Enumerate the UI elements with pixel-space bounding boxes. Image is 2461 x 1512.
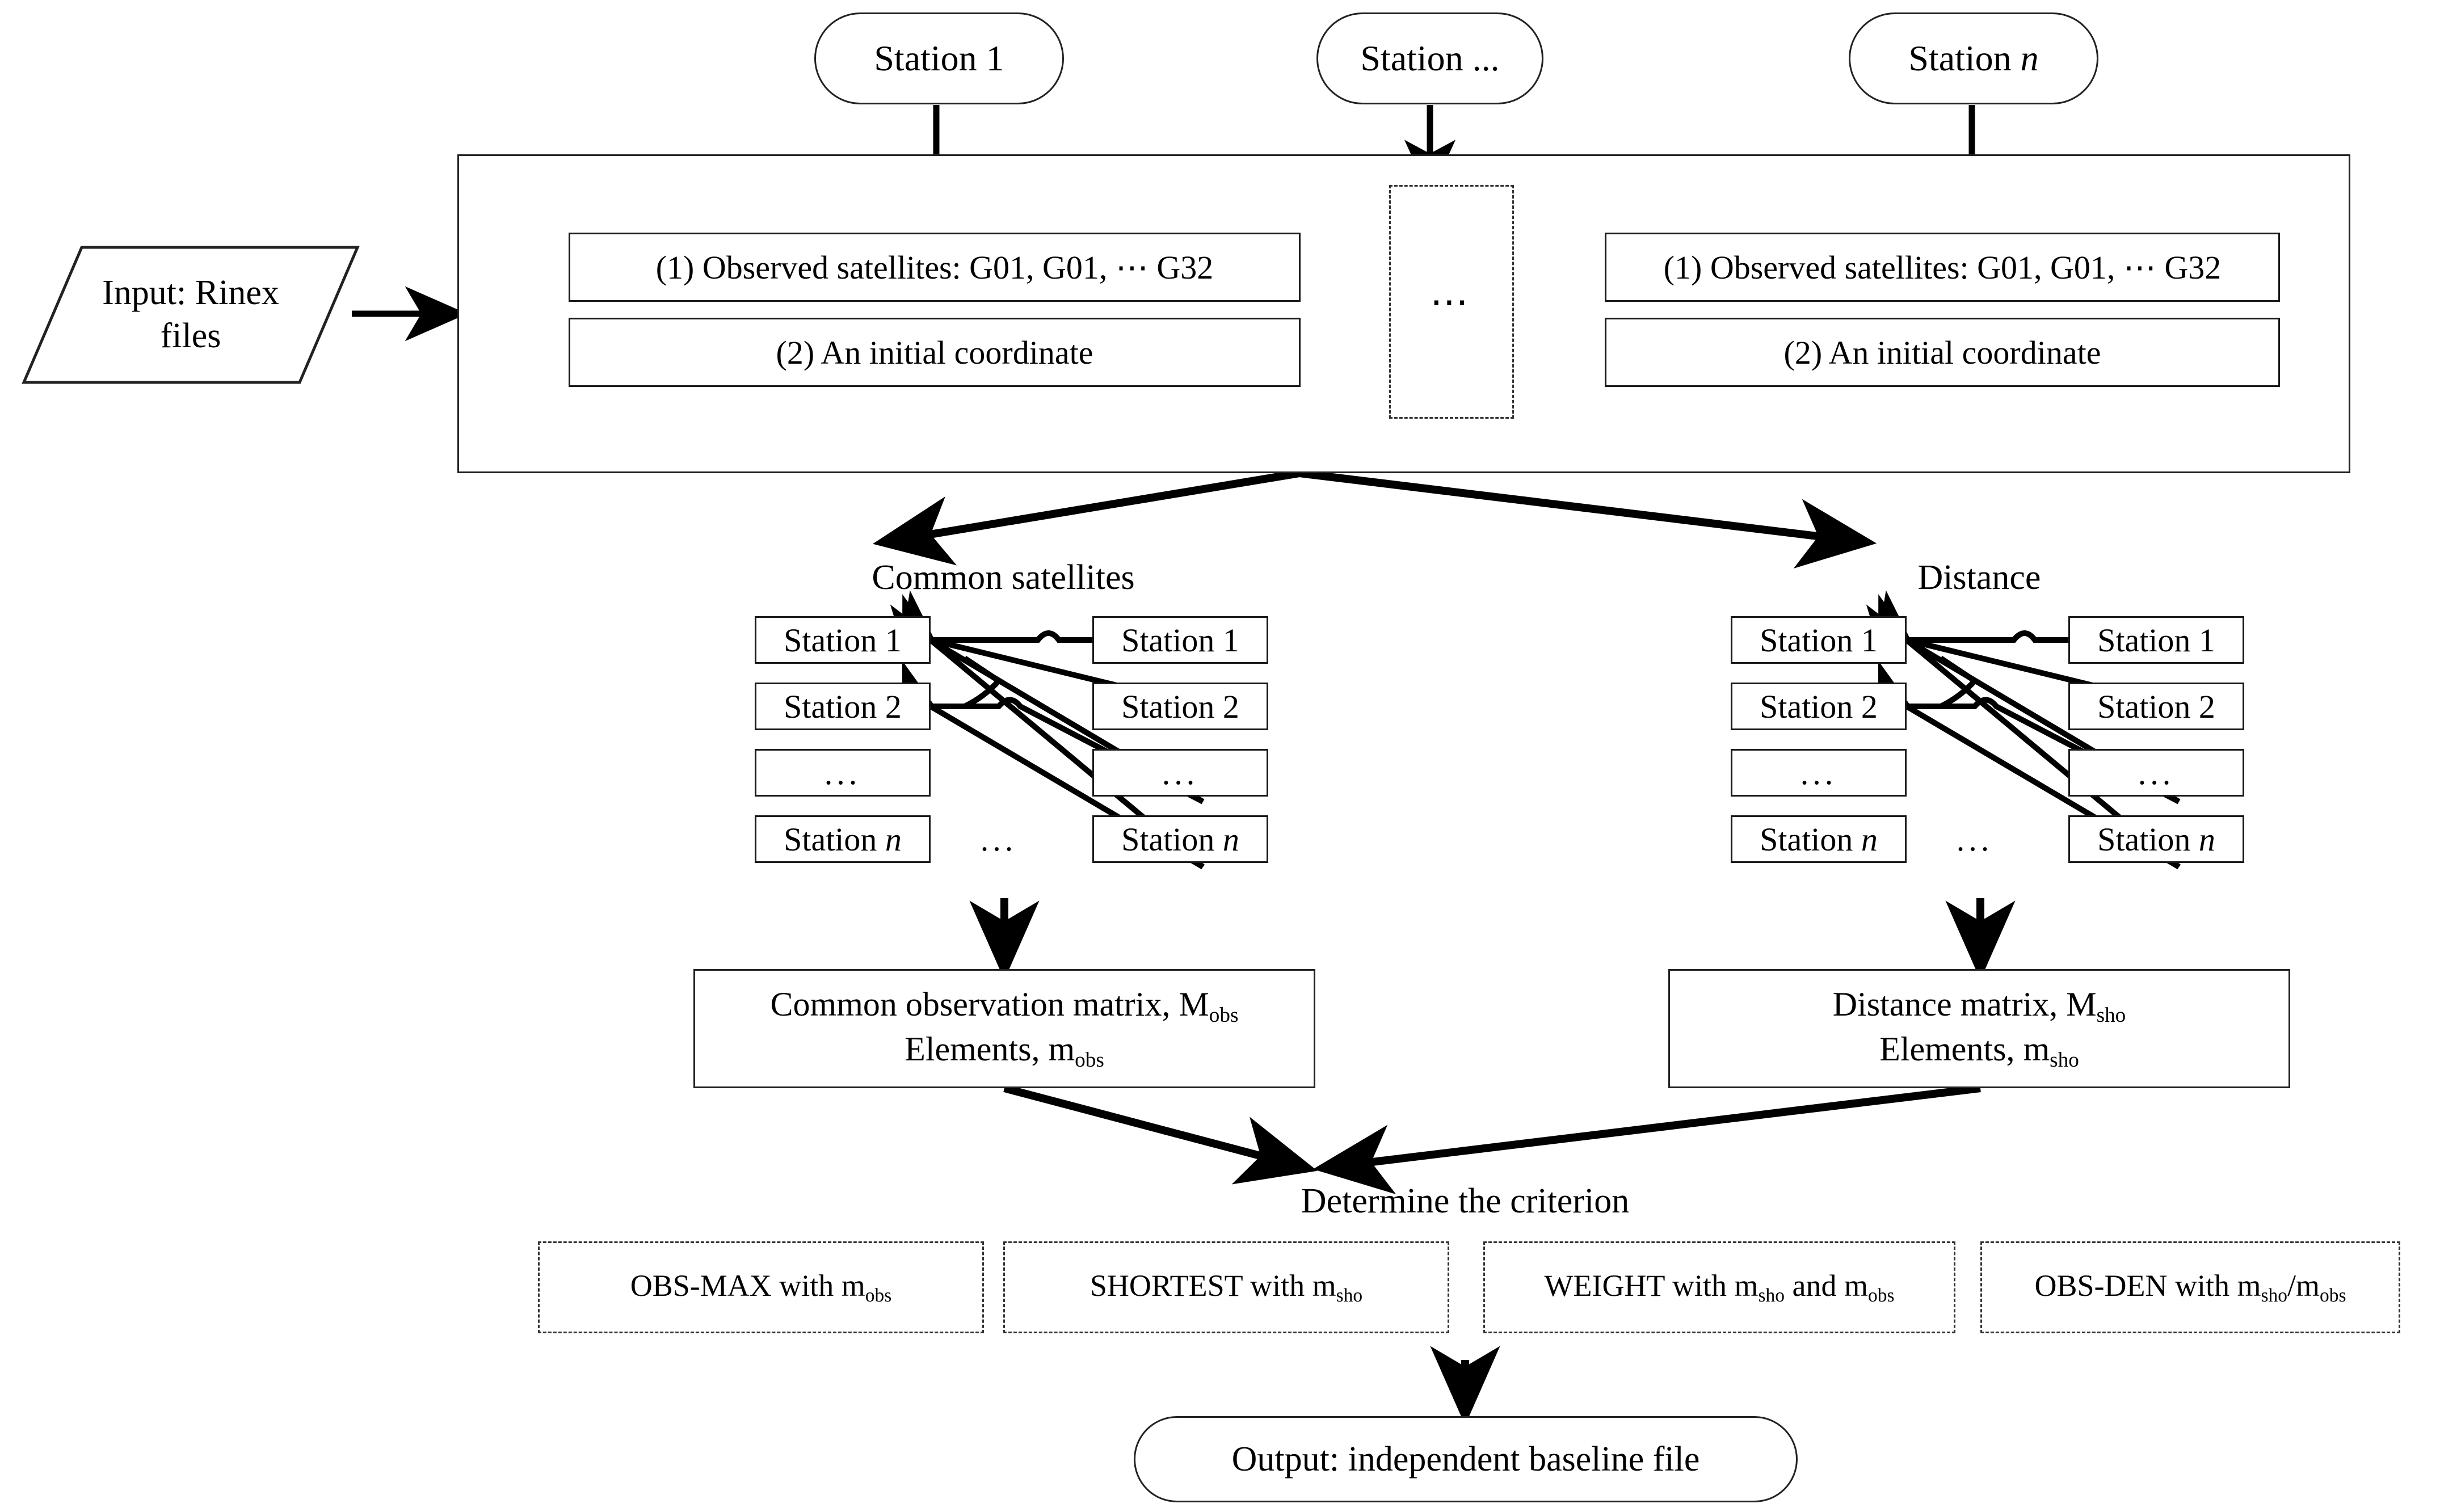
station-group-n-item-1[interactable]: (2) An initial coordinate bbox=[1605, 318, 2280, 387]
cs-right-station-1-label: Station 1 bbox=[1121, 621, 1239, 659]
ds-left-station-n-label: Station n bbox=[1760, 820, 1878, 858]
ds-left-station-2[interactable]: Station 2 bbox=[1731, 683, 1907, 730]
matrix-common-line1: Common observation matrix, Mobs bbox=[770, 985, 1239, 1027]
cs-left-station-ellipsis[interactable]: ... bbox=[755, 749, 931, 797]
ds-left-station-1[interactable]: Station 1 bbox=[1731, 616, 1907, 664]
cs-right-station-2-label: Station 2 bbox=[1121, 688, 1239, 725]
cs-left-station-1[interactable]: Station 1 bbox=[755, 616, 931, 664]
station-node-middle[interactable]: Station ... bbox=[1316, 12, 1543, 104]
matrix-box-distance[interactable]: Distance matrix, Msho Elements, msho bbox=[1668, 969, 2290, 1088]
ds-right-station-2-label: Station 2 bbox=[2097, 688, 2215, 725]
cs-left-station-1-label: Station 1 bbox=[784, 621, 902, 659]
station-node-middle-label: Station ... bbox=[1360, 38, 1500, 78]
ds-right-station-2[interactable]: Station 2 bbox=[2068, 683, 2244, 730]
ds-middle-ellipsis-label: ... bbox=[1956, 820, 1993, 858]
ds-right-station-ellipsis[interactable]: ... bbox=[2068, 749, 2244, 797]
station-group-1-item-0-label: (1) Observed satellites: G01, G01, ⋯ G32 bbox=[655, 249, 1214, 286]
station-group-1-item-1[interactable]: (2) An initial coordinate bbox=[569, 318, 1301, 387]
ds-left-station-ellipsis[interactable]: ... bbox=[1731, 749, 1907, 797]
panel-distance-title: Distance bbox=[1667, 555, 2291, 600]
station-group-ellipsis: ⋯ bbox=[1389, 185, 1514, 419]
panel-distance-title-label: Distance bbox=[1917, 558, 2041, 597]
station-group-n-item-0-label: (1) Observed satellites: G01, G01, ⋯ G32 bbox=[1663, 249, 2222, 286]
output-node-label: Output: independent baseline file bbox=[1231, 1439, 1700, 1479]
cs-left-station-2-label: Station 2 bbox=[784, 688, 902, 725]
ds-middle-ellipsis: ... bbox=[1929, 815, 2020, 863]
input-rinex-node[interactable]: Input: Rinex files bbox=[20, 244, 361, 386]
criterion-option-shortest-label: SHORTEST with msho bbox=[1089, 1268, 1363, 1307]
panel-common-satellites-title: Common satellites bbox=[691, 555, 1315, 600]
cs-left-station-n[interactable]: Station n bbox=[755, 815, 931, 863]
station-node-1[interactable]: Station 1 bbox=[814, 12, 1064, 104]
input-rinex-label: Input: Rinex files bbox=[20, 244, 361, 386]
cs-right-station-1[interactable]: Station 1 bbox=[1092, 616, 1268, 664]
criterion-option-weight-label: WEIGHT with msho and mobs bbox=[1544, 1268, 1895, 1307]
criterion-option-obs-max[interactable]: OBS-MAX with mobs bbox=[538, 1241, 984, 1333]
ds-left-station-1-label: Station 1 bbox=[1760, 621, 1878, 659]
parallelogram-shape bbox=[22, 246, 360, 384]
cs-left-station-n-label: Station n bbox=[784, 820, 902, 858]
station-node-n[interactable]: Station n bbox=[1849, 12, 2098, 104]
criterion-option-shortest[interactable]: SHORTEST with msho bbox=[1003, 1241, 1449, 1333]
stations-container bbox=[457, 154, 2350, 473]
criterion-option-obs-den[interactable]: OBS-DEN with msho/mobs bbox=[1980, 1241, 2400, 1333]
station-group-n-item-1-label: (2) An initial coordinate bbox=[1783, 334, 2101, 371]
ds-right-station-ellipsis-label: ... bbox=[2138, 754, 2175, 791]
cs-left-station-2[interactable]: Station 2 bbox=[755, 683, 931, 730]
matrix-box-common-observation[interactable]: Common observation matrix, Mobs Elements… bbox=[693, 969, 1315, 1088]
criterion-title: Determine the criterion bbox=[495, 1179, 2435, 1223]
output-node[interactable]: Output: independent baseline file bbox=[1134, 1416, 1798, 1502]
criterion-option-obs-den-label: OBS-DEN with msho/mobs bbox=[2034, 1268, 2346, 1307]
input-rinex-line1: Input: Rinex bbox=[102, 273, 279, 313]
matrix-distance-line2: Elements, msho bbox=[1879, 1030, 2079, 1072]
station-node-n-label: Station n bbox=[1908, 38, 2039, 78]
station-node-1-label: Station 1 bbox=[874, 38, 1004, 78]
cs-right-station-2[interactable]: Station 2 bbox=[1092, 683, 1268, 730]
ds-right-station-n-label: Station n bbox=[2097, 820, 2215, 858]
input-rinex-line2: files bbox=[160, 317, 221, 355]
ds-left-station-ellipsis-label: ... bbox=[1800, 754, 1837, 791]
cs-right-station-n[interactable]: Station n bbox=[1092, 815, 1268, 863]
ds-left-station-n[interactable]: Station n bbox=[1731, 815, 1907, 863]
criterion-option-weight[interactable]: WEIGHT with msho and mobs bbox=[1483, 1241, 1955, 1333]
cs-right-station-ellipsis[interactable]: ... bbox=[1092, 749, 1268, 797]
station-group-n-item-0[interactable]: (1) Observed satellites: G01, G01, ⋯ G32 bbox=[1605, 233, 2280, 302]
cs-right-station-n-label: Station n bbox=[1121, 820, 1239, 858]
station-group-1-item-1-label: (2) An initial coordinate bbox=[776, 334, 1093, 371]
ds-right-station-1-label: Station 1 bbox=[2097, 621, 2215, 659]
cs-left-station-ellipsis-label: ... bbox=[824, 754, 861, 791]
matrix-common-line2: Elements, mobs bbox=[905, 1030, 1104, 1072]
cs-middle-ellipsis: ... bbox=[953, 815, 1044, 863]
criterion-option-obs-max-label: OBS-MAX with mobs bbox=[630, 1268, 892, 1307]
criterion-title-label: Determine the criterion bbox=[1301, 1181, 1630, 1220]
ds-right-station-1[interactable]: Station 1 bbox=[2068, 616, 2244, 664]
station-group-1-item-0[interactable]: (1) Observed satellites: G01, G01, ⋯ G32 bbox=[569, 233, 1301, 302]
ds-right-station-n[interactable]: Station n bbox=[2068, 815, 2244, 863]
panel-common-satellites-title-label: Common satellites bbox=[872, 558, 1135, 597]
cs-middle-ellipsis-label: ... bbox=[980, 820, 1017, 858]
ds-left-station-2-label: Station 2 bbox=[1760, 688, 1878, 725]
cs-right-station-ellipsis-label: ... bbox=[1162, 754, 1199, 791]
matrix-distance-line1: Distance matrix, Msho bbox=[1832, 985, 2126, 1027]
station-group-ellipsis-label: ⋯ bbox=[1429, 280, 1474, 323]
